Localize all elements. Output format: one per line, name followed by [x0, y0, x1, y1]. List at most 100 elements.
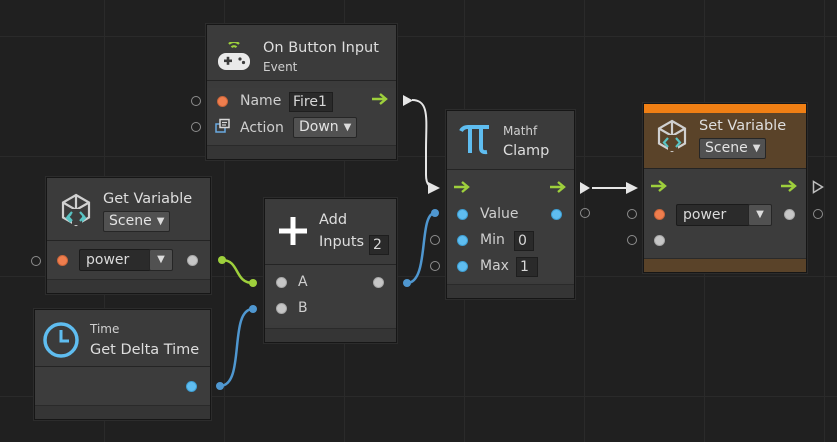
node-header: Set Variable Scene▼	[644, 104, 806, 169]
flow-input-arrow-icon[interactable]	[650, 179, 670, 193]
clock-icon	[42, 321, 80, 363]
node-mathf-clamp[interactable]: Mathf Clamp Value Min 0 Max 1	[446, 110, 575, 299]
name-label: Name	[240, 93, 282, 109]
action-icon	[215, 118, 231, 138]
variable-dropdown-arrow[interactable]: ▼	[748, 204, 772, 226]
name-input-port[interactable]	[217, 96, 228, 107]
inputs-label: Inputs	[319, 234, 365, 250]
node-body: power ▼	[644, 169, 806, 259]
min-external-port[interactable]	[430, 235, 440, 245]
variable-external-port[interactable]	[31, 256, 41, 266]
input-a-label: A	[298, 274, 308, 290]
node-title: Add	[319, 212, 348, 228]
input-b-port[interactable]	[276, 303, 287, 314]
node-body	[35, 367, 210, 405]
node-header: Mathf Clamp	[447, 111, 574, 170]
delta-time-output-port[interactable]	[186, 381, 197, 392]
value-output-port[interactable]	[187, 255, 198, 266]
sum-output-port[interactable]	[373, 277, 384, 288]
node-footer	[35, 405, 210, 419]
node-title: Get Variable	[103, 191, 193, 207]
min-input-port[interactable]	[457, 235, 468, 246]
value-out-external-port[interactable]	[813, 209, 823, 219]
variable-name-input-port[interactable]	[57, 255, 68, 266]
variable-dropdown-arrow[interactable]: ▼	[149, 249, 173, 271]
node-footer	[207, 145, 396, 159]
min-field[interactable]: 0	[514, 231, 534, 251]
flow-output-arrow	[580, 182, 590, 194]
node-on-button-input[interactable]: On Button Input Event Name Fire1 Action …	[206, 24, 397, 160]
variable-name-input-port[interactable]	[654, 209, 665, 220]
input-b-label: B	[298, 300, 308, 316]
value-wire-delta-time-to-add-b	[219, 307, 254, 388]
flow-output-triangle-icon[interactable]	[812, 180, 824, 194]
node-title: On Button Input	[263, 40, 379, 56]
flow-wire-arrowhead	[428, 182, 440, 194]
scope-dropdown-value: Scene	[109, 213, 152, 229]
action-dropdown-value: Down	[299, 119, 339, 135]
value-input-port[interactable]	[654, 235, 665, 246]
flow-output-arrow-icon[interactable]	[549, 180, 569, 194]
name-external-port[interactable]	[191, 96, 201, 106]
variable-name-external-port[interactable]	[627, 209, 637, 219]
chevron-down-icon: ▼	[752, 143, 761, 154]
plus-icon	[277, 215, 309, 251]
value-external-port[interactable]	[627, 235, 637, 245]
input-a-port[interactable]	[276, 277, 287, 288]
action-dropdown[interactable]: Down ▼	[293, 117, 358, 138]
value-label: Value	[480, 206, 519, 222]
variable-name-field[interactable]: power	[676, 204, 750, 226]
node-body: power ▼	[47, 241, 210, 279]
chevron-down-icon: ▼	[157, 254, 165, 265]
action-label: Action	[240, 120, 284, 136]
wire-end-dot	[249, 279, 257, 287]
node-title: Get Delta Time	[90, 342, 200, 358]
chevron-down-icon: ▼	[343, 122, 352, 133]
node-header: Add Inputs 2	[265, 199, 396, 265]
node-subtitle: Event	[263, 60, 298, 74]
flow-output-arrow-icon[interactable]	[371, 92, 391, 106]
node-header: On Button Input Event	[207, 25, 396, 81]
scope-dropdown[interactable]: Scene ▼	[699, 138, 767, 159]
node-header: Time Get Delta Time	[35, 310, 210, 367]
value-wire-get-variable-to-add-a	[221, 258, 254, 285]
inputs-count-field[interactable]: 2	[369, 235, 389, 255]
scope-dropdown[interactable]: Scene ▼	[103, 211, 171, 232]
action-external-port[interactable]	[191, 122, 201, 132]
wire-end-dot	[403, 279, 411, 287]
node-category: Mathf	[503, 124, 538, 138]
flow-input-arrow-icon[interactable]	[453, 180, 473, 194]
flow-output-arrow-icon[interactable]	[780, 179, 800, 193]
node-body: Name Fire1 Action Down ▼	[207, 88, 396, 146]
scope-dropdown-value: Scene	[705, 140, 748, 156]
min-label: Min	[480, 232, 505, 248]
node-body: Value Min 0 Max 1	[447, 170, 574, 282]
unity-variable-icon	[653, 118, 691, 160]
node-title: Clamp	[503, 143, 550, 159]
wire-end-dot	[218, 256, 226, 264]
max-external-port[interactable]	[430, 261, 440, 271]
max-label: Max	[480, 258, 509, 274]
pi-icon	[459, 125, 491, 159]
chevron-down-icon: ▼	[156, 216, 165, 227]
node-get-variable[interactable]: Get Variable Scene ▼ power ▼	[46, 177, 211, 294]
result-output-port[interactable]	[551, 209, 562, 220]
node-get-delta-time[interactable]: Time Get Delta Time	[34, 309, 211, 420]
node-footer	[47, 279, 210, 293]
name-field[interactable]: Fire1	[289, 92, 333, 112]
node-add-inputs[interactable]: Add Inputs 2 A B	[264, 198, 397, 343]
node-footer	[447, 284, 574, 298]
gamepad-icon	[216, 40, 252, 76]
node-accent-bar	[644, 104, 806, 113]
node-set-variable[interactable]: Set Variable Scene▼ power ▼	[643, 103, 807, 273]
flow-output-triangle-icon[interactable]	[402, 94, 414, 107]
result-external-port[interactable]	[580, 208, 590, 218]
wire-end-dot	[249, 305, 257, 313]
node-category: Time	[90, 322, 120, 336]
max-field[interactable]: 1	[516, 257, 538, 277]
flow-wire-arrowhead	[626, 182, 638, 194]
value-output-port[interactable]	[784, 209, 795, 220]
max-input-port[interactable]	[457, 261, 468, 272]
variable-name-field[interactable]: power	[79, 249, 151, 271]
value-input-port[interactable]	[457, 209, 468, 220]
